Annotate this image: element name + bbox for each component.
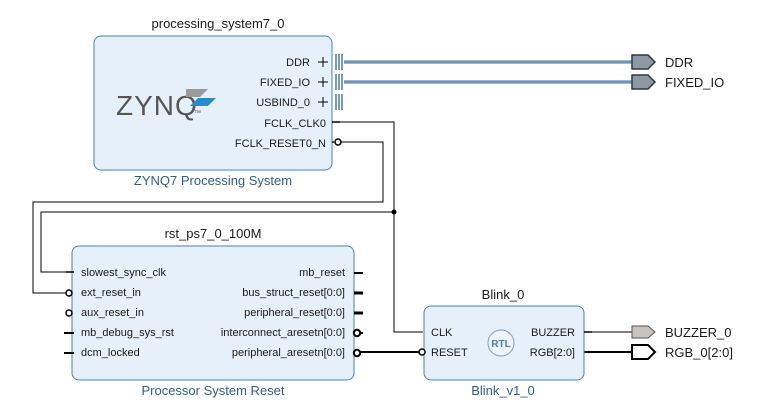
port-rgb-0-label: RGB_0[2:0] <box>665 345 733 360</box>
ps7-fclk-reset0-n-stub[interactable] <box>332 138 342 146</box>
fclk-clk0-to-rst-net[interactable] <box>40 211 394 273</box>
rst-pin-slowest-sync-clk: slowest_sync_clk <box>81 267 166 279</box>
rst-pin-aux-reset-in: aux_reset_in <box>81 307 144 319</box>
rst-ext-reset-in-stub[interactable] <box>65 289 73 297</box>
blink-pin-rgb: RGB[2:0] <box>530 347 575 359</box>
rtl-badge-icon: RTL <box>487 329 515 357</box>
port-rgb-0-icon <box>631 344 657 360</box>
rst-instance-name: rst_ps7_0_100M <box>165 226 262 241</box>
zynq-logo-mark: ™ <box>194 110 201 117</box>
blink-pin-buzzer: BUZZER <box>531 327 575 339</box>
zynq-logo: ZYNQ ™ <box>116 89 216 121</box>
blink-pin-reset: RESET <box>431 347 468 359</box>
ps7-pin-fclk-clk0: FCLK_CLK0 <box>264 118 326 130</box>
ps7-pin-fclk-reset0-n: FCLK_RESET0_N <box>235 138 326 150</box>
port-ddr-label: DDR <box>665 55 693 70</box>
rst-aux-reset-in-stub[interactable] <box>65 309 73 317</box>
blink-subtitle: Blink_v1_0 <box>471 383 535 398</box>
rst-pin-mb-debug-sys-rst: mb_debug_sys_rst <box>81 327 174 339</box>
rst-pin-interconnect-aresetn: interconnect_aresetn[0:0] <box>221 327 345 339</box>
rst-pin-dcm-locked: dcm_locked <box>81 347 140 359</box>
blink-block[interactable]: Blink_0 Blink_v1_0 CLK RESET BUZZER RGB[… <box>418 287 592 398</box>
ps7-pin-usbind: USBIND_0 <box>256 97 310 109</box>
port-rgb-0[interactable]: RGB_0[2:0] <box>631 344 733 360</box>
rst-pin-peripheral-aresetn: peripheral_aresetn[0:0] <box>232 347 345 359</box>
zynq-logo-accent-icon <box>186 89 208 97</box>
zynq-logo-text: ZYNQ <box>116 90 198 121</box>
rst-peripheral-aresetn-stub[interactable] <box>352 348 362 358</box>
ps7-pin-fixed-io: FIXED_IO <box>260 77 311 89</box>
rst-subtitle: Processor System Reset <box>141 383 284 398</box>
fclk-reset0-n-net[interactable] <box>32 141 384 294</box>
rst-pin-mb-reset: mb_reset <box>299 267 345 279</box>
ps7-pin-ddr: DDR <box>286 57 310 69</box>
port-fixed-io-label: FIXED_IO <box>665 75 724 90</box>
rst-pin-peripheral-reset: peripheral_reset[0:0] <box>244 307 345 319</box>
port-fixed-io-icon <box>631 74 657 90</box>
fclk-clk0-net[interactable] <box>338 121 423 333</box>
port-buzzer-0-icon <box>631 325 656 339</box>
external-ports: DDR FIXED_IO BUZZER_0 RGB_0[2:0] <box>631 54 733 360</box>
port-buzzer-0-label: BUZZER_0 <box>665 325 731 340</box>
blink-instance-name: Blink_0 <box>482 287 525 302</box>
rst-interconnect-aresetn-stub[interactable] <box>352 328 363 338</box>
port-ddr[interactable]: DDR <box>631 54 693 70</box>
ps7-subtitle: ZYNQ7 Processing System <box>134 173 292 188</box>
ps7-interface-connectors[interactable] <box>318 57 328 107</box>
ps7-instance-name: processing_system7_0 <box>152 16 285 31</box>
ps7-block[interactable]: processing_system7_0 ZYNQ7 Processing Sy… <box>93 16 343 188</box>
rtl-badge-text: RTL <box>491 339 510 350</box>
blink-pin-clk: CLK <box>431 327 453 339</box>
blink-reset-stub[interactable] <box>418 348 426 356</box>
rst-pin-ext-reset-in: ext_reset_in <box>81 287 141 299</box>
port-ddr-icon <box>631 54 657 70</box>
net-junction <box>391 209 397 215</box>
rst-pin-bus-struct-reset: bus_struct_reset[0:0] <box>242 287 345 299</box>
port-fixed-io[interactable]: FIXED_IO <box>631 74 724 90</box>
rst-block[interactable]: rst_ps7_0_100M Processor System Reset sl… <box>64 226 363 398</box>
wires <box>32 60 632 353</box>
ps7-interface-bars <box>335 54 343 110</box>
port-buzzer-0[interactable]: BUZZER_0 <box>631 325 731 340</box>
